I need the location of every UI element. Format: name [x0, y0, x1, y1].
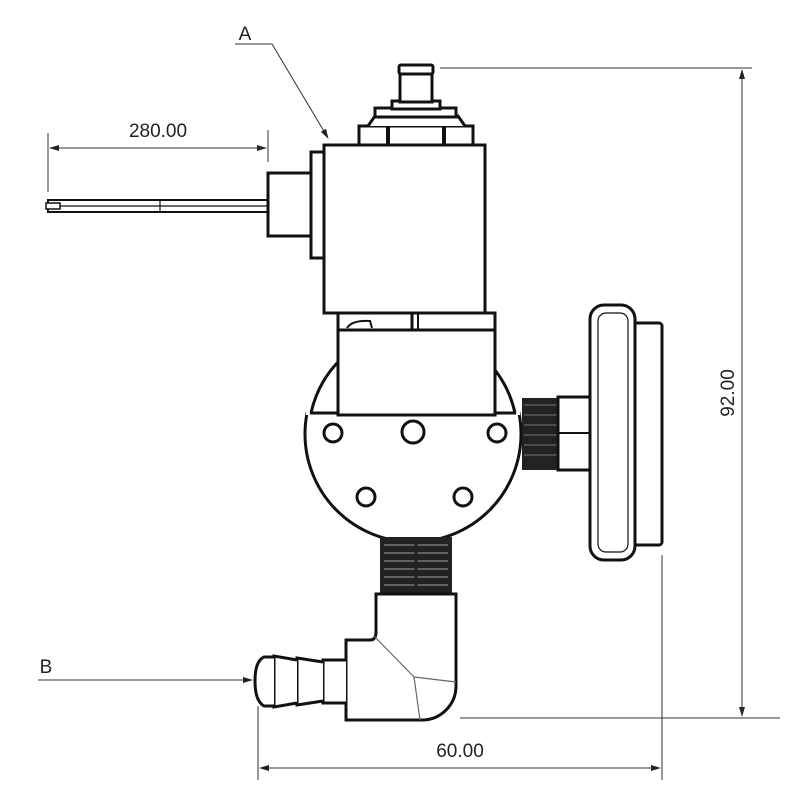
side-port	[522, 395, 592, 472]
valve-body	[303, 311, 523, 544]
pressure-gauge	[588, 303, 664, 562]
bolt-holes	[322, 419, 508, 508]
width-label: 60.00	[436, 741, 484, 762]
dimension-width: 60.00	[257, 555, 663, 780]
elbow-fitting	[344, 592, 458, 722]
wire	[45, 199, 269, 213]
leader-b: B	[38, 657, 253, 683]
connector-box	[266, 171, 313, 238]
wire-length-label: 280.00	[129, 121, 187, 142]
bottom-thread	[380, 537, 452, 595]
dimension-wire-length: 280.00	[47, 121, 269, 192]
hose-barb	[253, 654, 346, 709]
coil-housing	[322, 143, 487, 315]
dimension-height: 92.00	[440, 67, 780, 719]
top-fitting	[357, 63, 475, 147]
height-label: 92.00	[718, 369, 739, 417]
leader-a: A	[235, 24, 329, 139]
label-b: B	[40, 657, 53, 678]
connector-plate	[309, 150, 326, 260]
label-a: A	[239, 24, 252, 45]
